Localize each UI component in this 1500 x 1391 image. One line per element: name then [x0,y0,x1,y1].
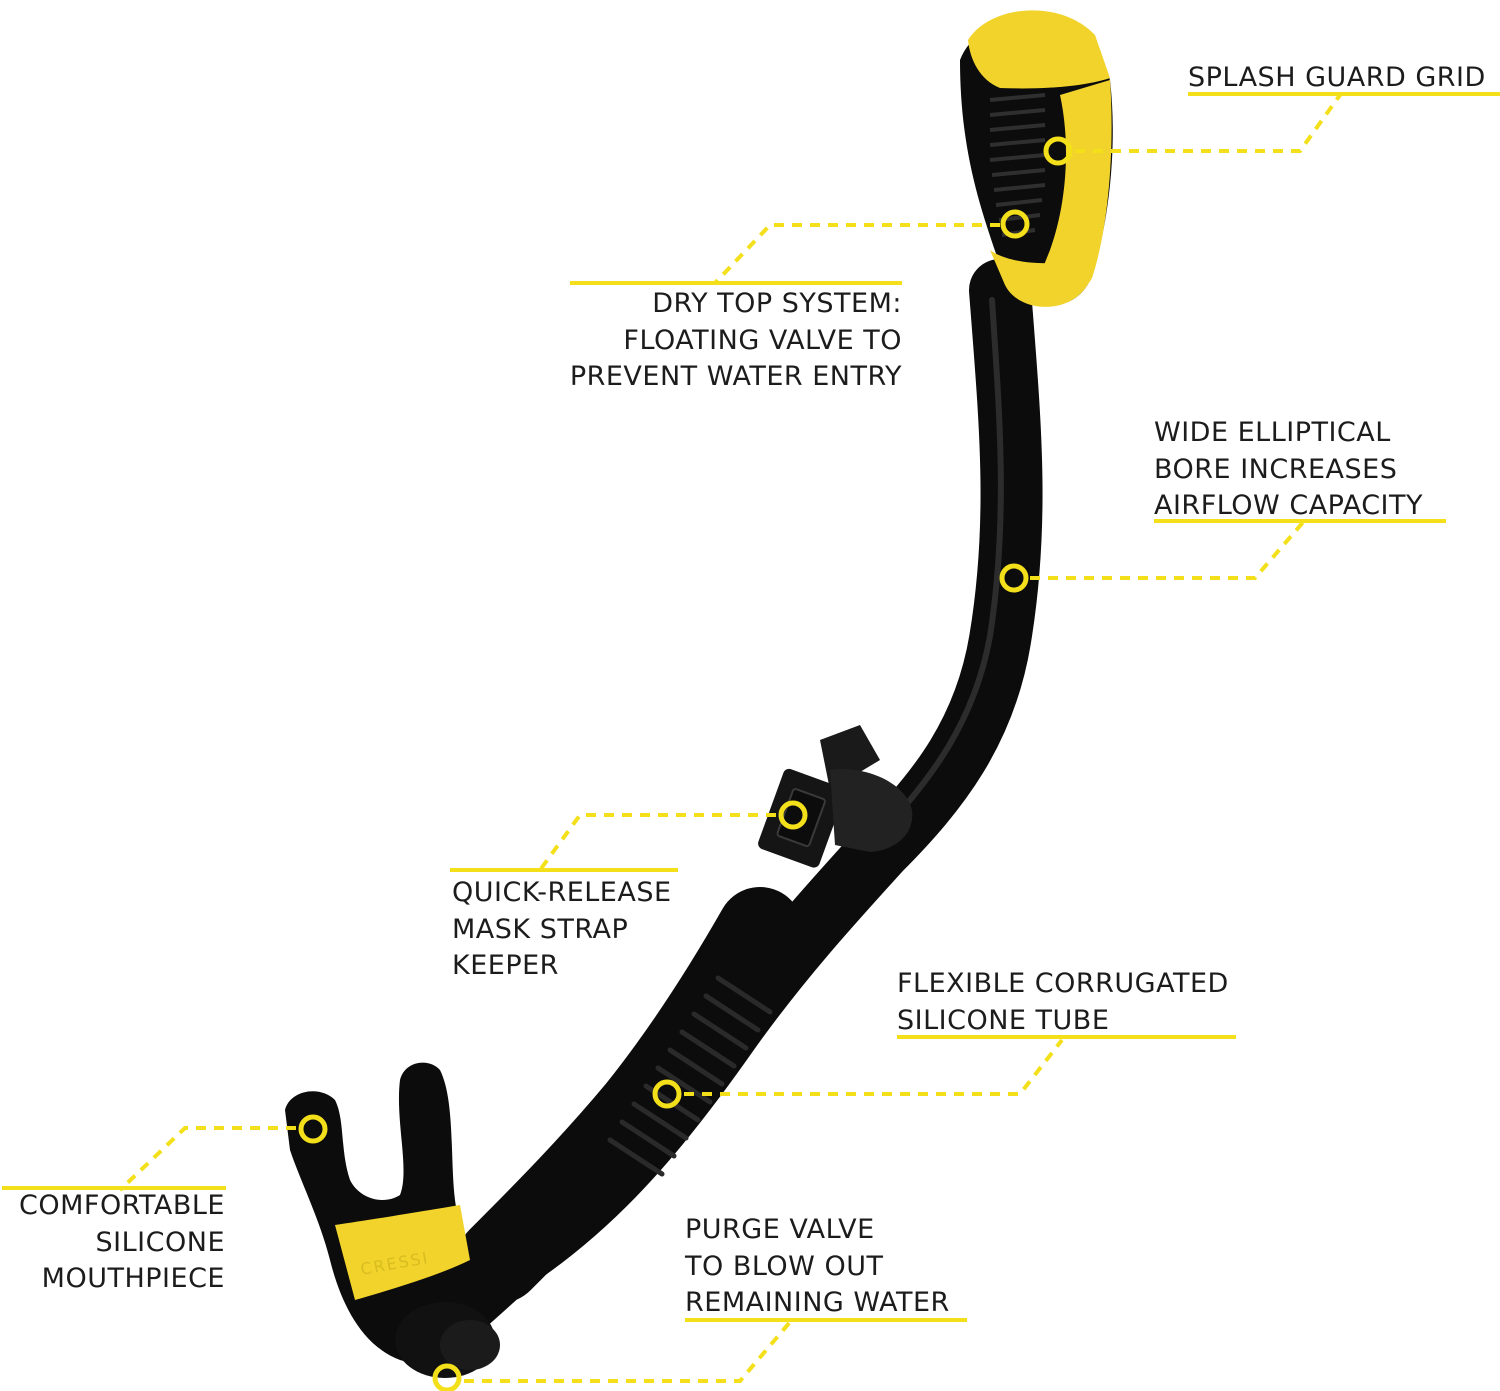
leader-purge-valve [464,1320,792,1383]
accent-underline [1188,92,1500,96]
marker-splash-guard-grid [1043,136,1073,166]
callout-quick-release-keeper: QUICK-RELEASE MASK STRAP KEEPER [450,868,678,981]
leader-lines [118,93,1342,1391]
leader-wide-elliptical-bore [1030,518,1307,580]
callout-text: DRY TOP SYSTEM: [652,288,902,319]
callout-text: SILICONE [96,1227,225,1258]
marker-quick-release-keeper [778,800,808,830]
leader-splash-guard-grid [1075,93,1342,153]
splash-guard-yellow-side [1030,80,1112,304]
callout-text: TO BLOW OUT [684,1251,883,1282]
callout-text: MASK STRAP [452,914,628,945]
callout-text: KEEPER [452,950,559,981]
leader-flexible-silicone-tube [684,1038,1064,1096]
mask-strap-keeper [758,725,913,868]
callout-text: PREVENT WATER ENTRY [570,361,902,392]
leader-silicone-mouthpiece [118,1126,296,1192]
callout-text: SPLASH GUARD GRID [1188,62,1486,93]
marker-wide-elliptical-bore [999,563,1029,593]
callout-text: COMFORTABLE [19,1190,225,1221]
marker-dry-top-system [1000,209,1030,239]
accent-underline [1154,519,1446,523]
corrugated-ridges [607,975,773,1177]
callout-text: FLOATING VALVE TO [623,325,902,356]
accent-underline [685,1318,967,1322]
splash-guard-grid-slots [989,93,1046,237]
callout-text: MOUTHPIECE [42,1263,225,1294]
leader-dry-top-system [713,223,1000,285]
leader-quick-release-keeper [538,813,776,872]
callout-silicone-mouthpiece: COMFORTABLE SILICONE MOUTHPIECE [2,1186,226,1294]
marker-purge-valve [432,1363,462,1391]
marker-silicone-mouthpiece [298,1114,328,1144]
accent-overline [450,868,678,872]
callout-text: WIDE ELLIPTICAL [1154,417,1391,448]
callout-dry-top-system: DRY TOP SYSTEM: FLOATING VALVE TO PREVEN… [570,281,902,392]
callout-text: PURGE VALVE [685,1214,875,1245]
accent-underline [897,1035,1236,1039]
callout-wide-elliptical-bore: WIDE ELLIPTICAL BORE INCREASES AIRFLOW C… [1154,417,1446,523]
callout-text: QUICK-RELEASE [452,877,672,908]
callout-text: FLEXIBLE CORRUGATED [897,968,1229,999]
mouthpiece: CRESSI [285,1062,500,1378]
callout-text: BORE INCREASES [1154,454,1397,485]
callout-text: REMAINING WATER [685,1287,950,1318]
splash-guard-yellow-bottom [990,250,1096,307]
callout-flexible-silicone-tube: FLEXIBLE CORRUGATED SILICONE TUBE [897,968,1236,1039]
marker-flexible-silicone-tube [652,1079,682,1109]
accent-overline [2,1186,226,1190]
splash-guard-yellow-cap [968,10,1110,89]
snorkel-tube-highlight [871,297,1004,843]
callout-purge-valve: PURGE VALVE TO BLOW OUT REMAINING WATER [684,1214,967,1322]
snorkel-illustration: CRESSI [285,10,1113,1378]
callout-splash-guard-grid: SPLASH GUARD GRID [1188,62,1500,96]
callout-text: SILICONE TUBE [897,1005,1109,1036]
accent-overline [570,281,902,285]
callout-text: AIRFLOW CAPACITY [1154,490,1423,521]
